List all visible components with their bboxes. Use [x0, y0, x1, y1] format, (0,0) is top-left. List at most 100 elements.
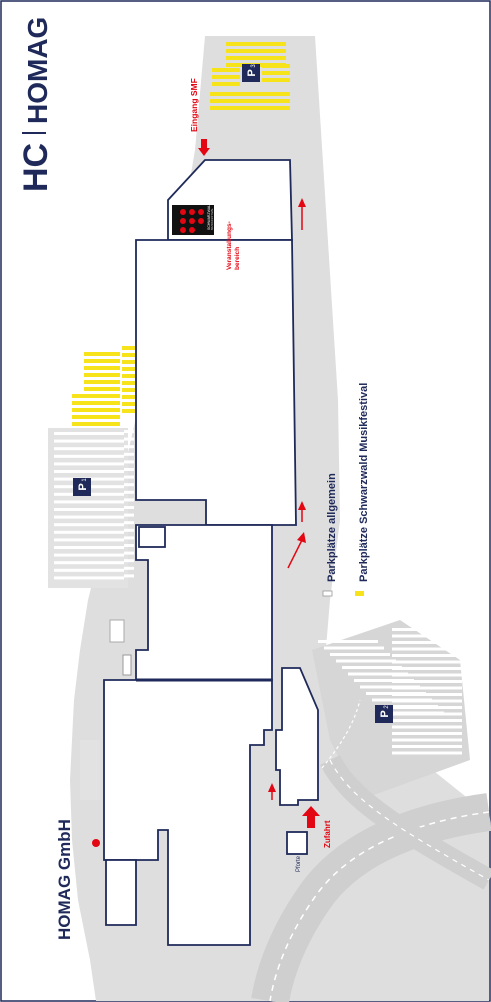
event-logo-line2: MUSIKFESTIVAL: [210, 208, 214, 230]
parking-stall-row: [124, 483, 134, 487]
legend-swatch-festival: [355, 591, 364, 596]
parking-stall-row: [54, 454, 124, 458]
logo-word: HOMAG: [22, 17, 53, 124]
parking-stall-row: [262, 78, 290, 82]
parking-festival-left: [72, 346, 136, 426]
parking-stall-row: [54, 523, 124, 527]
parking-stall-row: [392, 647, 462, 651]
p2-sub: 2: [384, 705, 390, 709]
parking-stall-row: [124, 513, 134, 517]
parking-stall-row: [392, 732, 462, 735]
parking-stall-row: [54, 538, 124, 542]
parking-stall-row: [54, 553, 124, 557]
parking-stall-row: [124, 559, 134, 563]
parking-stall-row: [392, 751, 462, 755]
parking-stall-row: [210, 92, 290, 96]
parking-stall-row: [354, 679, 414, 682]
parking-stall-row: [124, 430, 134, 433]
event-area-label-1: Veranstaltungs-: [226, 221, 233, 270]
parking-stall-row: [330, 653, 390, 656]
parking-stall-row: [392, 660, 462, 664]
p3-letter: P: [246, 69, 258, 76]
entrance-smf-label: Eingang SMF: [189, 78, 199, 132]
parking-stall-row: [54, 462, 124, 466]
parking-stall-row: [392, 634, 462, 638]
access-label: Zufahrt: [323, 820, 332, 848]
parking-stall-row: [212, 68, 240, 72]
parking-general-left: [48, 428, 134, 800]
parking-stall-row: [84, 380, 120, 384]
main-hall: [135, 239, 297, 526]
parking-stall-row: [392, 738, 462, 742]
parking-stall-row: [392, 719, 462, 722]
parking-stall-row: [54, 439, 124, 443]
parking-stall-row: [392, 628, 462, 631]
event-logo-line1: SCHWARZWALD: [207, 202, 211, 230]
parking-stall-row: [324, 646, 384, 650]
parking-stall-row: [124, 460, 134, 464]
road-curves: [251, 699, 491, 1002]
parking-stall-row: [54, 568, 124, 572]
legend-swatch-general: [322, 590, 333, 597]
parking-stall-row: [54, 561, 124, 565]
parking-stall-row: [72, 408, 120, 412]
p1-sub: 1: [82, 478, 88, 482]
parking-stall-row: [122, 381, 136, 385]
annex: [138, 526, 166, 548]
parking-sign-p3: P 3: [242, 64, 260, 82]
right-building: [275, 667, 319, 806]
parking-stall-row: [226, 56, 286, 60]
direction-arrows: [198, 139, 320, 828]
parking-stall-row: [210, 99, 290, 103]
parking-stall-row: [226, 49, 286, 53]
parking-stall-row: [392, 686, 462, 690]
parking-stall-row: [122, 409, 136, 413]
parking-stall-row: [210, 106, 290, 110]
detail: [122, 654, 132, 676]
gate-label: Pforte: [296, 855, 302, 872]
parking-sign-p1: P 1: [73, 478, 91, 496]
parking-stall-row: [392, 673, 462, 677]
parking-stall-row: [84, 352, 120, 356]
parking-stall-row: [72, 401, 120, 405]
parking-stall-row: [342, 666, 402, 669]
homag-logo: HC HOMAG: [17, 17, 55, 192]
parking-stall-row: [122, 346, 136, 350]
parking-stall-row: [122, 395, 136, 399]
parking-stall-row: [392, 699, 462, 703]
parking-stall-row: [392, 654, 462, 657]
parking-stall-row: [124, 528, 134, 532]
gate-house: [286, 831, 308, 855]
parking-stall-row: [124, 475, 134, 479]
parking-stall-row: [212, 75, 240, 79]
parking-stall-row: [348, 672, 408, 676]
parking-stall-row: [262, 64, 290, 68]
parking-stall-row: [54, 546, 124, 549]
parking-stall-row: [124, 536, 134, 540]
parking-stall-row: [122, 374, 136, 378]
parking-stall-row: [54, 515, 124, 519]
parking-stall-row: [318, 640, 378, 643]
parking-stall-row: [392, 641, 462, 644]
parking-stall-row: [124, 468, 134, 471]
parking-stall-row: [124, 445, 134, 449]
parking-stall-row: [122, 360, 136, 364]
parking-stall-row: [54, 508, 124, 511]
parking-stall-row: [54, 432, 124, 435]
parking-stall-row: [124, 574, 134, 578]
parking-stall-row: [392, 680, 462, 683]
location-marker-icon: [92, 839, 100, 847]
logo-mark: HC: [17, 143, 55, 192]
parking-stall-row: [122, 367, 136, 371]
parking-stall-row: [392, 667, 462, 670]
p3-sub: 3: [251, 64, 257, 68]
parking-stall-row: [124, 452, 134, 456]
legend: Parkplätze allgemein Parkplätze Schwarzw…: [322, 383, 370, 597]
company-name: HOMAG GmbH: [55, 819, 74, 940]
legend-label-festival: Parkplätze Schwarzwald Musikfestival: [358, 383, 370, 582]
small-building: [105, 859, 137, 926]
parking-stall-row: [54, 470, 124, 473]
event-area-label-2: bereich: [234, 247, 241, 270]
logo-divider: [22, 132, 46, 134]
